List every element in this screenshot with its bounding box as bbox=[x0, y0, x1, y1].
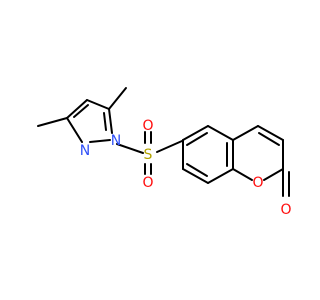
bond-c8a-c8 bbox=[207, 168, 234, 184]
atom-s-sulfonyl: S bbox=[144, 147, 153, 163]
bond-c8a-o1 bbox=[232, 168, 253, 181]
bond-c8-c7-inner bbox=[186, 163, 208, 177]
molecule-structure-diagram: N N S O O O O bbox=[37, 87, 292, 218]
bond-c5a-c4a bbox=[207, 125, 234, 141]
bond-c5-methyl bbox=[108, 87, 127, 110]
bond-c6-c5a-inner bbox=[186, 132, 208, 146]
bond-s-c6 bbox=[156, 140, 183, 153]
atom-n-pyrazole-1: N bbox=[111, 133, 121, 149]
bond-c4-c3-inner bbox=[258, 132, 280, 146]
bond-c6-c5a bbox=[182, 125, 209, 141]
bonds bbox=[37, 87, 290, 197]
bond-c8-c7 bbox=[182, 168, 209, 184]
bond-c4-c5 bbox=[86, 99, 110, 110]
bond-c3-c4 bbox=[66, 99, 88, 119]
bond-c5-n1-double bbox=[103, 112, 107, 131]
bond-n1-s bbox=[116, 143, 144, 154]
bond-n1-n2 bbox=[89, 139, 111, 143]
bond-c4-c3 bbox=[257, 125, 284, 141]
bond-c4a-c4 bbox=[232, 125, 259, 141]
bond-c3-methyl bbox=[37, 117, 68, 127]
bond-c3-c4-double bbox=[73, 104, 89, 118]
atom-labels: N N S O O O O bbox=[80, 118, 292, 218]
atom-o-ring: O bbox=[252, 175, 263, 191]
bond-n2-c3 bbox=[66, 117, 83, 143]
atom-o-carbonyl: O bbox=[280, 202, 291, 218]
atom-o-sulfonyl-lower: O bbox=[142, 175, 153, 191]
bond-c5-n1 bbox=[108, 108, 113, 134]
atom-o-sulfonyl-upper: O bbox=[142, 118, 153, 134]
atom-n-pyrazole-2: N bbox=[80, 143, 90, 159]
bond-o1-c2 bbox=[263, 168, 284, 181]
